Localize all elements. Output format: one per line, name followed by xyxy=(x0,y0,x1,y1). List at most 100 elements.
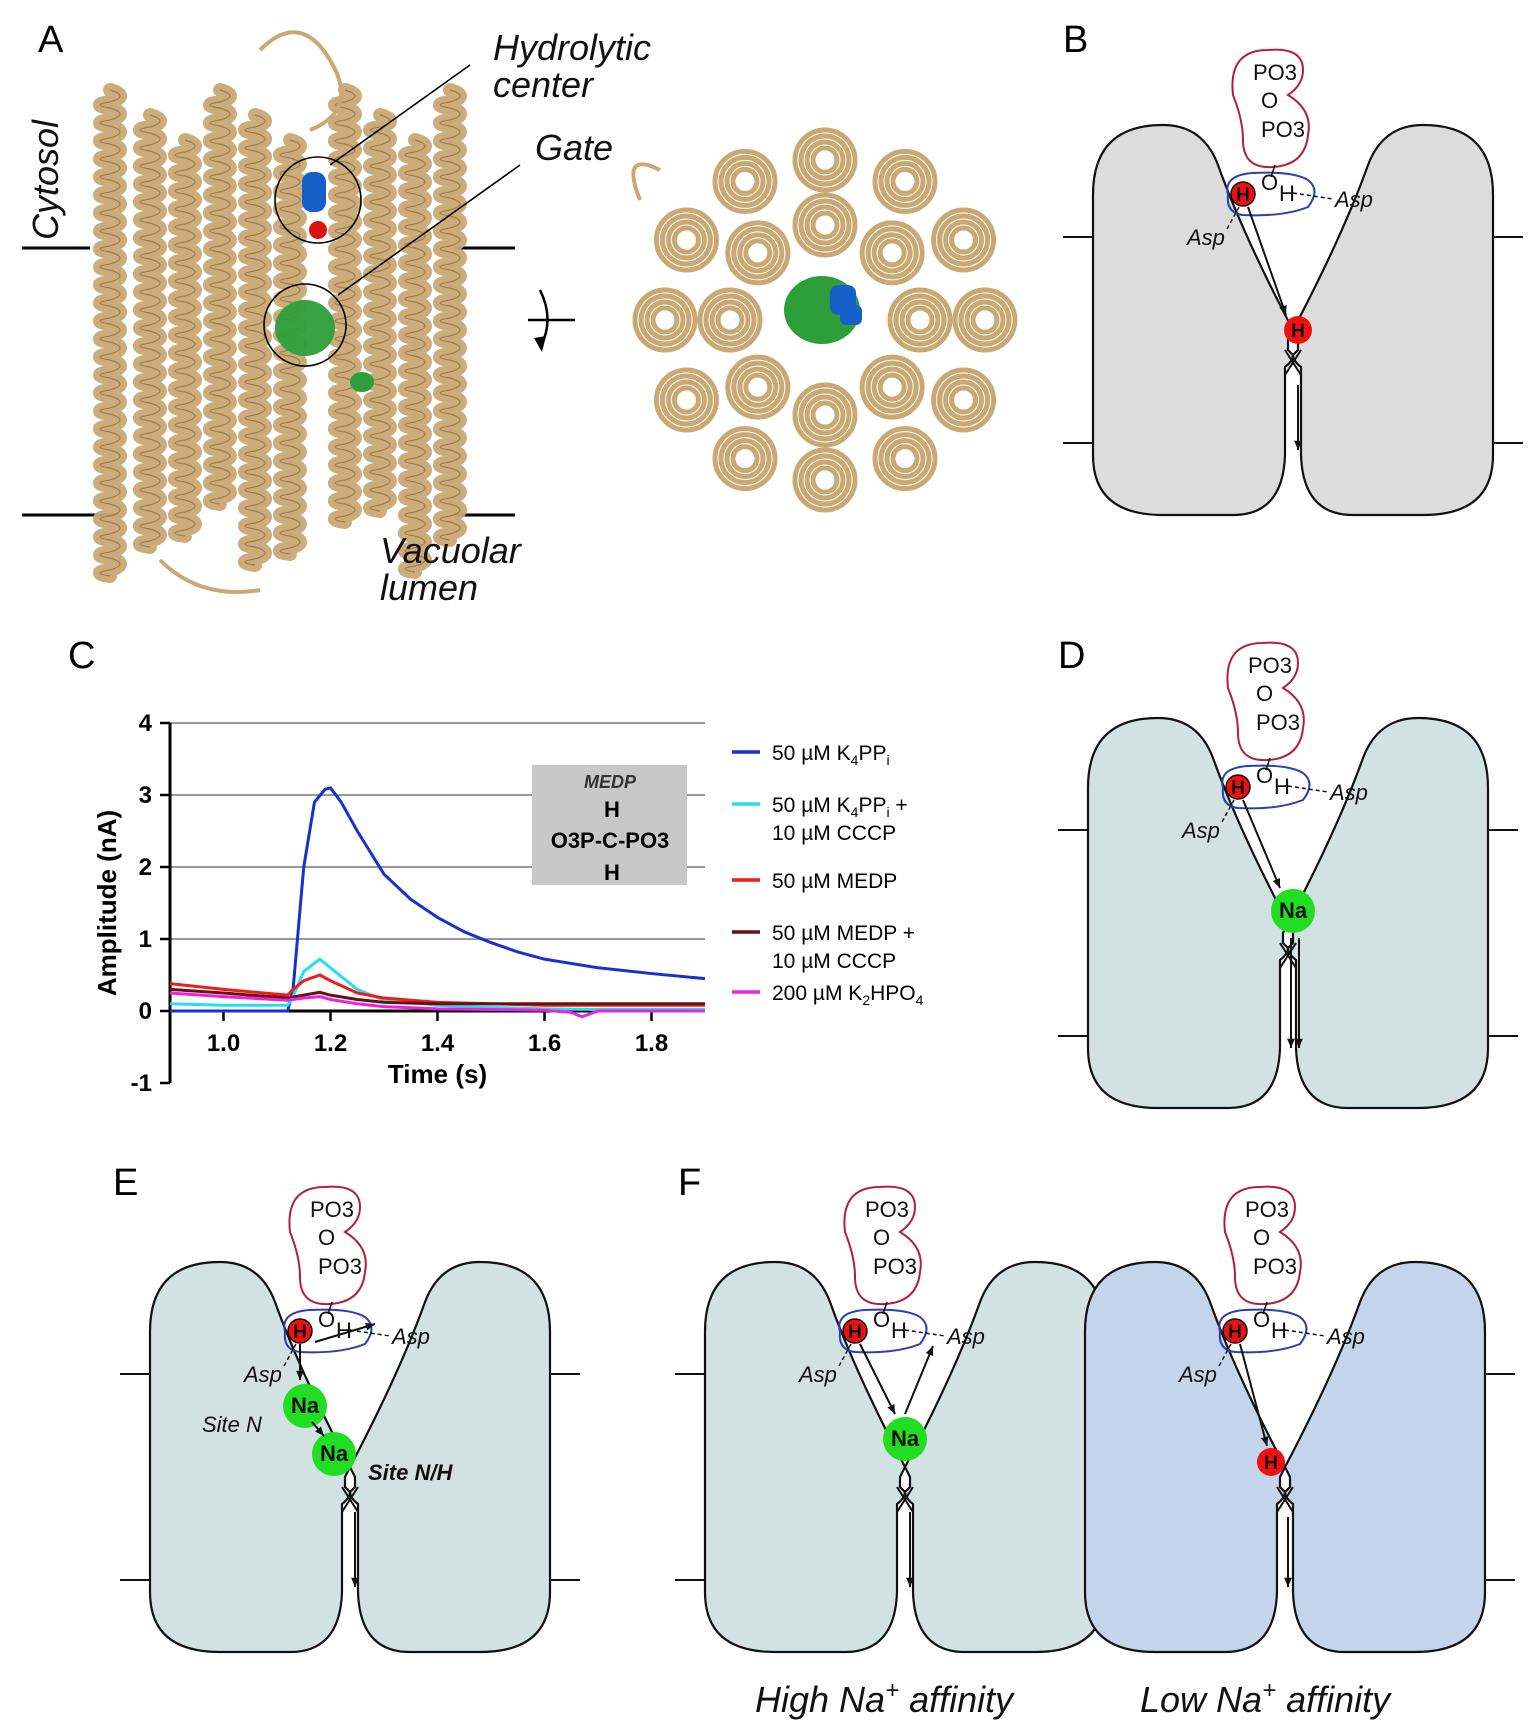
top-helix-coil xyxy=(964,299,1006,341)
proton-donor-label: H xyxy=(848,1322,862,1343)
medp-inset-top: H xyxy=(604,797,620,822)
top-helix-coil xyxy=(792,127,858,193)
legend-label-4-line2: 10 µM CCCP xyxy=(772,950,896,973)
legend-text-part: 50 µM MEDP xyxy=(772,870,897,893)
sodium-ion-site-n xyxy=(283,1384,327,1428)
proton-exit-arrow-head xyxy=(1284,1577,1292,1587)
oh-h-label: H xyxy=(1274,774,1290,799)
top-helix-coil xyxy=(665,219,707,261)
series-line-3 xyxy=(169,973,705,1007)
top-helix-coil xyxy=(887,287,953,353)
top-helix-coil xyxy=(905,305,935,335)
side-helix-outline xyxy=(369,114,391,512)
x-tick-label: 1.6 xyxy=(528,1030,561,1057)
gate-cross xyxy=(1276,1486,1294,1513)
top-helix-coil xyxy=(798,133,852,187)
top-helix-coil xyxy=(810,465,840,495)
top-helix-coil xyxy=(792,382,858,448)
top-helix-coil xyxy=(715,305,745,335)
oh-outline xyxy=(838,1308,928,1354)
top-helix-coil xyxy=(638,293,692,347)
top-helix-coil xyxy=(810,400,840,430)
proton-path-arrow xyxy=(1239,1343,1268,1447)
top-helix-coil xyxy=(890,166,920,196)
high-affinity-caption: High Na+ affinity xyxy=(755,1677,1015,1720)
top-helix-coil xyxy=(931,367,997,433)
legend-label-1: 50 µM K4PPi xyxy=(772,742,890,768)
legend-text-part: 2 xyxy=(862,992,870,1008)
top-view-center-ligands xyxy=(784,276,862,344)
proton-donor xyxy=(1230,181,1256,207)
legend-text-part: 4 xyxy=(916,992,924,1008)
protein-side-view xyxy=(93,30,467,594)
po3-label-bottom: PO3 xyxy=(1253,1254,1297,1279)
top-helix-coil xyxy=(718,432,772,486)
proton-donor-label: H xyxy=(293,1322,307,1343)
y-tick-label: 0 xyxy=(139,998,152,1025)
asp-label-right: Asp xyxy=(1333,187,1373,212)
top-helix-coil xyxy=(871,366,913,408)
top-helix-coil xyxy=(743,238,773,268)
ppi-outline xyxy=(288,1185,367,1306)
legend-text-part: + xyxy=(890,794,908,817)
gate-circle xyxy=(263,283,347,367)
top-helix-coil xyxy=(671,385,701,415)
top-helix-coil xyxy=(859,220,925,286)
proton-path-arrow xyxy=(1247,206,1287,316)
panel-e-label: E xyxy=(113,1162,138,1204)
x-tick-label: 1.0 xyxy=(207,1030,240,1057)
top-helix-coil xyxy=(970,305,1000,335)
sodium-path-arrow-head xyxy=(887,1404,895,1414)
oh-outline xyxy=(1226,171,1316,217)
top-helix-coil xyxy=(644,299,686,341)
po3-label-top: PO3 xyxy=(1248,653,1292,678)
proton-return-arrow xyxy=(904,1345,934,1415)
po-bond xyxy=(882,1301,888,1315)
oh-o-label: O xyxy=(1253,1307,1270,1332)
asp-label-right: Asp xyxy=(945,1324,985,1349)
top-helix-coil xyxy=(878,154,932,208)
o-label: O xyxy=(1253,1225,1270,1250)
top-helix-coil xyxy=(703,293,757,347)
oh-outline xyxy=(1221,764,1311,810)
proton-ion-label: H xyxy=(1264,1453,1278,1474)
proton-donor xyxy=(1222,1318,1248,1344)
top-helix-coil xyxy=(724,438,766,480)
sodium-path-arrow xyxy=(1242,799,1281,889)
proton-path-arrow-head xyxy=(1260,1436,1269,1446)
ppi-outline xyxy=(1231,48,1310,169)
legend-label-2-line2: 10 µM CCCP xyxy=(772,822,896,845)
y-tick-label: 2 xyxy=(139,854,152,881)
y-tick-label: 3 xyxy=(139,782,152,809)
top-helix-coil xyxy=(949,385,979,415)
ppi-outline xyxy=(1223,1185,1302,1306)
top-helix-coil xyxy=(804,139,846,181)
sodium-exit-arrow-head xyxy=(906,1577,914,1587)
top-helix-coil xyxy=(804,394,846,436)
gate-cross xyxy=(1279,942,1297,969)
ppi-outline xyxy=(1226,641,1305,762)
top-helix-coil xyxy=(871,232,913,274)
side-helix-outline xyxy=(139,114,161,548)
side-helix-outline xyxy=(439,89,461,541)
gate-label: Gate xyxy=(535,127,613,168)
proton-ion-label: H xyxy=(1291,321,1305,342)
proton-to-na-arrow-head xyxy=(296,1370,304,1380)
legend-text-part: 50 µM MEDP + xyxy=(772,922,915,945)
top-helix-coil xyxy=(725,354,791,420)
panel-c-label: C xyxy=(68,635,95,677)
top-helix-coil xyxy=(718,154,772,208)
po-bond xyxy=(327,1301,333,1315)
top-helix-coil xyxy=(865,360,919,414)
top-helix-coil xyxy=(810,145,840,175)
po-bond xyxy=(1262,1301,1268,1315)
sodium-exit-arrow-head xyxy=(351,1577,359,1587)
asp-label-right: Asp xyxy=(1325,1324,1365,1349)
